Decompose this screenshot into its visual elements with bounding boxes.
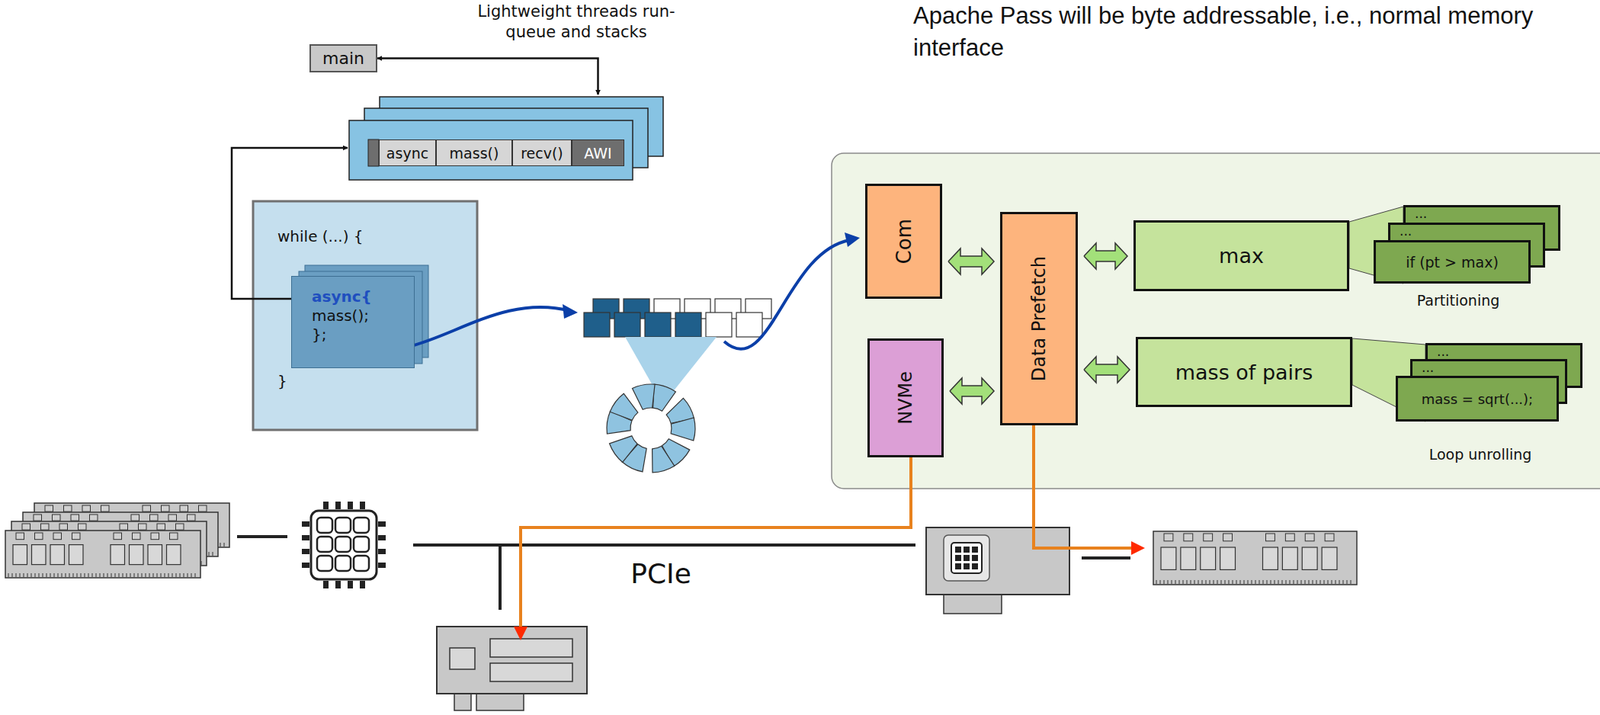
- stack-cell: async: [378, 139, 437, 167]
- arrow-head: [1131, 541, 1145, 555]
- thread-pool-ring: [606, 382, 696, 473]
- technique-label: Partitioning: [1397, 291, 1520, 311]
- double-arrow: [949, 378, 994, 405]
- com-unit: Com: [865, 183, 943, 299]
- node-text: mass of pairs: [1175, 360, 1314, 385]
- node-text: Data Prefetch: [1028, 256, 1050, 382]
- task-queue: [583, 298, 772, 337]
- double-arrow: [1083, 356, 1130, 383]
- node-text: recv(): [520, 144, 564, 162]
- node-text: mass = sqrt(...);: [1421, 391, 1533, 408]
- unroll-box: mass = sqrt(...);: [1395, 375, 1559, 422]
- cpu-chip: [301, 501, 386, 589]
- double-arrow: [1083, 243, 1128, 270]
- pcie-branch: [498, 545, 502, 610]
- node-text: async{ mass(); };: [311, 287, 388, 345]
- ring-segment: [609, 392, 639, 421]
- arrow-head: [844, 232, 860, 247]
- bus-label: PCIe: [622, 556, 699, 593]
- kernel-box: mass of pairs: [1135, 336, 1353, 408]
- node-text: ...: [1436, 345, 1450, 359]
- async-task: async{ mass(); };: [291, 275, 415, 369]
- code-box: [253, 201, 478, 430]
- double-arrow: [948, 248, 994, 275]
- gpu-card: [926, 527, 1070, 614]
- dispatch-curve: [724, 240, 850, 350]
- stack-cell: mass(): [436, 139, 513, 167]
- queue-slot: [583, 312, 610, 337]
- ring-segment: [651, 383, 677, 412]
- arrow-head: [562, 304, 578, 319]
- main-box: main: [309, 44, 378, 73]
- node-text: }: [277, 371, 288, 391]
- wire: [237, 535, 288, 539]
- ring-segment: [670, 417, 696, 443]
- stack-frame: [349, 120, 633, 180]
- node-text: if (pt > max): [1405, 253, 1499, 271]
- ring-segment: [631, 382, 655, 411]
- arrow-head: [513, 626, 528, 641]
- node-text: Com: [892, 218, 916, 264]
- node-text: async: [386, 144, 429, 162]
- queue-slot: [705, 312, 732, 337]
- node-text: ...: [1414, 207, 1427, 221]
- node-text: ...: [1421, 361, 1434, 375]
- accelerator-panel: [831, 153, 1600, 489]
- stack-cell: recv(): [512, 139, 572, 167]
- queue-slot: [614, 312, 641, 337]
- connector: [377, 58, 599, 96]
- node-text: mass(): [449, 144, 500, 162]
- prefetch-unit: Data Prefetch: [1000, 211, 1078, 426]
- data-path: [520, 457, 911, 629]
- queue-slot: [675, 312, 702, 337]
- ring-segment: [650, 445, 675, 473]
- memory-dimm: [5, 530, 201, 578]
- queue-slot: [736, 312, 763, 337]
- node-text: ...: [1399, 224, 1412, 238]
- technique-label: Loop unrolling: [1419, 445, 1542, 465]
- node-text: NVMe: [894, 371, 917, 425]
- wire: [1081, 556, 1131, 560]
- stack-caption: Lightweight threads run-queue and stacks: [461, 1, 691, 44]
- stack-cell: AWI: [571, 139, 625, 167]
- hardware: [5, 501, 1357, 711]
- title: Apache Pass will be byte addressable, i.…: [913, 0, 1584, 65]
- partition-box: if (pt > max): [1373, 240, 1531, 284]
- node-text: while (...) {: [277, 227, 364, 246]
- queue-slot: [644, 312, 671, 337]
- ring-segment: [609, 436, 639, 464]
- kernel-box: max: [1133, 220, 1350, 292]
- code-box: while (...) {} async{ mass(); };: [253, 201, 478, 430]
- node-text: max: [1218, 243, 1264, 268]
- stack-cap: [368, 139, 379, 167]
- nvme-unit: NVMe: [867, 338, 944, 458]
- nic-card: [436, 626, 587, 711]
- node-text: AWI: [583, 144, 612, 162]
- memory-dimm: [1153, 531, 1357, 585]
- node-text: main: [322, 48, 365, 68]
- pcie-bus: [413, 543, 916, 547]
